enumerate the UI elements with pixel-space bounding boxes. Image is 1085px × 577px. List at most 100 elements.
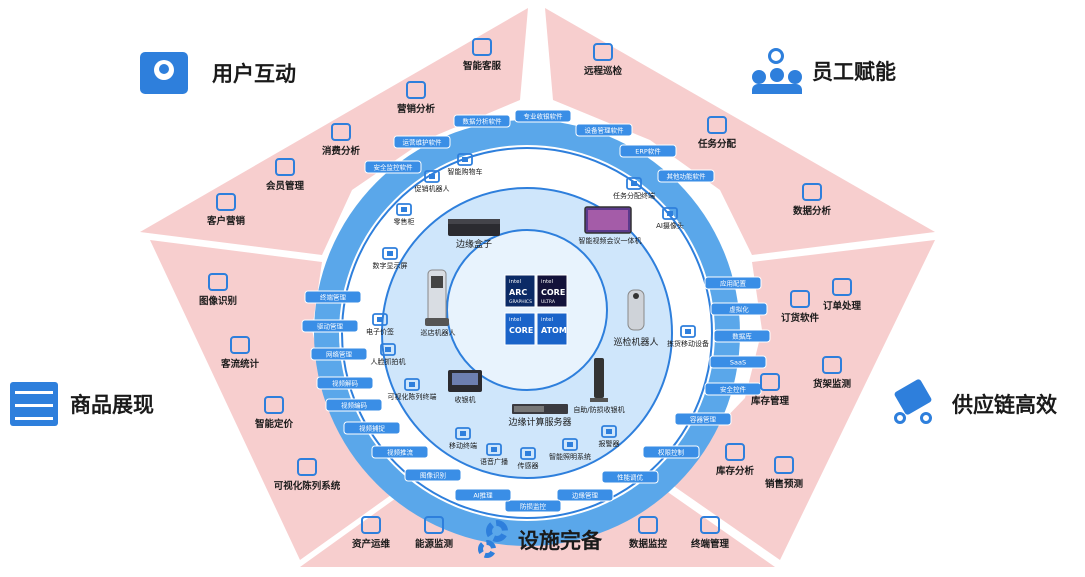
edge-box-label: 边缘盒子: [456, 238, 492, 250]
link-icon: [790, 290, 810, 308]
section-product-display: 商品展现: [10, 382, 154, 426]
software-pill-label: 性能调优: [617, 473, 644, 482]
terminal-item: 智能购物车: [448, 153, 483, 176]
terminal-label: 传感器: [518, 461, 539, 470]
self-checkout-device: 自助/防损收银机: [573, 358, 625, 414]
terminal-item: 移动终端: [449, 427, 477, 450]
growth-chart-icon: [774, 456, 794, 474]
software-pill-label: 权限控制: [658, 448, 685, 457]
software-pill: 应用配置: [704, 276, 762, 290]
software-pill-label: 驱动管理: [317, 322, 344, 331]
terminal-label: 可视化陈列终端: [388, 392, 437, 401]
hand-coin-icon: [832, 278, 852, 296]
ring-system: [314, 120, 740, 546]
software-pill: 其他功能软件: [657, 169, 715, 183]
feature-item: 订单处理: [797, 278, 887, 312]
software-pill-label: 设备管理软件: [585, 126, 625, 135]
display-icon: [404, 378, 420, 391]
inspection-robot-label: 巡检机器人: [613, 336, 658, 348]
software-pill-label: ERP软件: [635, 147, 661, 156]
software-pill-label: SaaS: [730, 359, 746, 367]
chip-name: ARC: [509, 288, 527, 297]
petal-user-interaction: [140, 8, 528, 255]
software-pill: 设备管理软件: [575, 123, 633, 137]
software-pill: 图像识别: [404, 468, 462, 482]
software-pill-label: 专业收银软件: [524, 112, 564, 121]
chip-name: CORE: [541, 288, 565, 297]
bar-chart-icon: [802, 183, 822, 201]
terminal-item: 数字显示屏: [373, 247, 408, 270]
map-pin-icon: [275, 158, 295, 176]
chip-brand: intel: [509, 279, 522, 285]
network-icon: [216, 193, 236, 211]
section-title: 供应链高效: [952, 393, 1057, 417]
software-pill: 安全控件: [704, 382, 762, 396]
software-pill: 运营维护软件: [393, 135, 451, 149]
person-chart-icon: [725, 443, 745, 461]
terminal-item: 智能照明系统: [549, 438, 591, 461]
feature-item: 资产运维: [326, 516, 416, 550]
software-pill-label: 安全控件: [720, 385, 747, 394]
alarm-icon: [601, 425, 617, 438]
software-pill: 视频编码: [325, 398, 383, 412]
petal-supply-chain: [665, 240, 935, 560]
meeting-board-label: 智能视频会议一体机: [579, 236, 642, 245]
hand-truck-icon: [890, 378, 940, 426]
feature-label: 可视化陈列系统: [273, 481, 341, 492]
section-title: 设施完备: [518, 529, 602, 553]
person-icon: [472, 38, 492, 56]
box-icon: [822, 356, 842, 374]
webcam-icon: [662, 207, 678, 220]
feature-item: 图像识别: [173, 273, 263, 307]
feature-item: 营销分析: [371, 81, 461, 115]
feature-label: 销售预测: [764, 479, 803, 490]
software-pill-label: 应用配置: [720, 279, 747, 288]
feature-item: 可视化陈列系统: [262, 458, 352, 492]
magnifier-chart-icon: [638, 516, 658, 534]
chip-sub: ULTRA: [541, 299, 556, 305]
pos-label: 收银机: [455, 395, 476, 404]
terminal-item: 可视化陈列终端: [388, 378, 437, 401]
self-checkout-label: 自助/防损收银机: [573, 405, 624, 414]
terminal-label: 数字显示屏: [373, 261, 408, 270]
battery-icon: [424, 516, 444, 534]
terminal-icons: 智能购物车促销机器人零售柜数字显示屏电子价签人脸抓拍机可视化陈列终端移动终端语音…: [366, 153, 709, 470]
software-pill: 终端管理: [304, 290, 362, 304]
feature-label: 库存分析: [715, 466, 754, 477]
feature-item: 远程巡检: [558, 43, 648, 77]
display-board-icon: [297, 458, 317, 476]
gears-icon: [478, 520, 512, 560]
software-pill: SaaS: [709, 355, 767, 369]
feature-item: 消费分析: [296, 123, 386, 157]
feature-item: 智能客服: [437, 38, 527, 72]
line-chart-icon: [406, 81, 426, 99]
terminal-item: 拣货移动设备: [667, 325, 709, 348]
terminal-label: 移动终端: [449, 441, 477, 450]
tablet-icon: [455, 427, 471, 440]
software-pill-label: 防损监控: [520, 502, 547, 511]
checklist-icon: [707, 116, 727, 134]
terminal-item: 促销机器人: [415, 170, 450, 193]
shelf-icon: [10, 382, 58, 426]
petal-staff-empowerment: [545, 8, 935, 255]
feature-label: 图像识别: [198, 296, 237, 307]
inspection-robot-icon: [627, 289, 645, 331]
section-user-interaction: 用户互动: [140, 52, 296, 94]
chip-brand: intel: [541, 317, 554, 323]
software-pill-label: 图像识别: [420, 471, 446, 480]
terminal-item: 任务分配终端: [613, 177, 655, 200]
edge-server-device: 边缘计算服务器: [508, 404, 572, 428]
feature-item: 库存分析: [690, 443, 780, 477]
pos-device: 收银机: [448, 370, 482, 404]
feature-item: 智能定价: [229, 396, 319, 430]
feature-item: 货架监测: [787, 356, 877, 390]
software-pill: AI推理: [454, 488, 512, 502]
terminal-item: 报警器: [599, 425, 620, 448]
feature-item: 客流统计: [195, 336, 285, 370]
user-screen-icon: [140, 52, 188, 94]
software-pill: 视频解码: [316, 376, 374, 390]
software-pill-label: 视频解码: [332, 379, 359, 388]
